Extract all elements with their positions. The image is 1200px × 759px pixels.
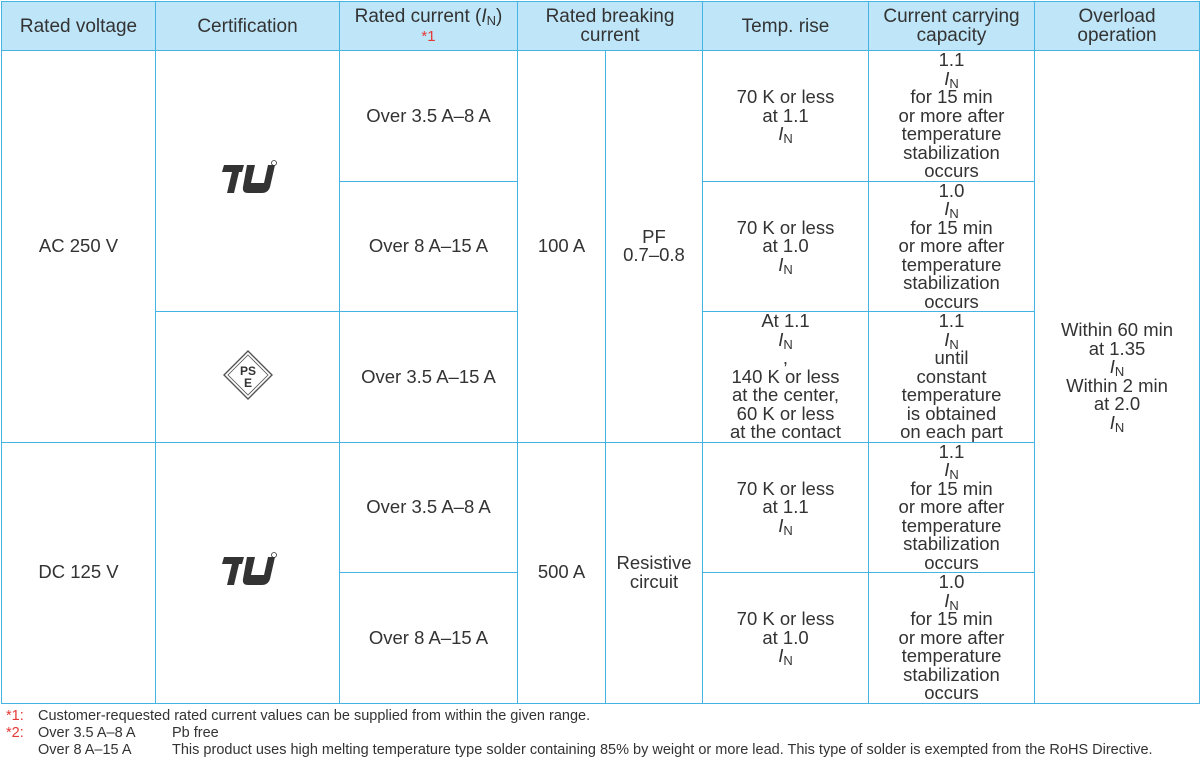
table-row: Over 8 A–15 A 70 K or less at 1.0 IN 1.0… <box>2 180 1200 312</box>
footnote-1: *1: Customer-requested rated current val… <box>6 708 1200 725</box>
footnote-2a-text: Pb free <box>172 724 219 741</box>
table-row: DC 125 V Over 3.5 A–8 A 500 A Resistive … <box>1 441 1200 704</box>
ac-temp-rise-2: 70 K or less at 1.0 IN <box>702 180 869 312</box>
header-rated-breaking-current: Rated breaking current <box>517 1 703 51</box>
header-rated-voltage: Rated voltage <box>1 1 156 51</box>
pse-letters-bottom: E <box>243 376 251 390</box>
ac-pse-cert: PS E <box>155 311 340 443</box>
footnote-2b: Over 8 A–15 A This product uses high mel… <box>6 742 1200 759</box>
ac-capacity-3: 1.1 IN until constant temperature is obt… <box>868 311 1035 443</box>
ac-rated-current-3: Over 3.5 A–15 A <box>339 311 518 443</box>
dc-rated-current-1: Over 3.5 A–8 A <box>339 441 518 573</box>
header-rated-current: Rated current (IN) *1 <box>339 1 518 51</box>
header-rated-current-label: Rated current (IN) <box>354 5 503 28</box>
ac-rated-current-1: Over 3.5 A–8 A <box>339 50 518 182</box>
ac-temp-rise-3: At 1.1 IN, 140 K or less at the center, … <box>702 311 869 443</box>
ac-capacity-2: 1.0 IN for 15 min or more after temperat… <box>868 180 1035 312</box>
footnote-2-mark: *2: <box>6 724 24 741</box>
ac-ul-cert <box>155 50 340 312</box>
table-row: AC 250 V Over 3.5 A–8 A 100 A PF 0.7–0.8… <box>1 50 1200 704</box>
pse-diamond-mark-icon: PS E <box>222 350 273 400</box>
footnote-2a: *2: Over 3.5 A–8 A Pb free <box>6 725 1200 742</box>
footnotes: *1: Customer-requested rated current val… <box>0 708 1200 759</box>
ac-power-factor: PF 0.7–0.8 <box>605 50 703 443</box>
dc-breaking-current: 500 A <box>517 441 606 704</box>
table-row: PS E Over 3.5 A–15 A At 1.1 IN, 140 K or… <box>2 311 1200 443</box>
footnote-2b-text: This product uses high melting temperatu… <box>172 741 1153 758</box>
footnote-1-text: Customer-requested rated current values … <box>38 707 591 724</box>
ac-breaking-current: 100 A <box>517 50 606 443</box>
header-overload-operation: Overload operation <box>1034 1 1200 51</box>
header-temp-rise: Temp. rise <box>702 1 869 51</box>
dc-capacity-2: 1.0 IN for 15 min or more after temperat… <box>868 572 1035 704</box>
dc-temp-rise-1: 70 K or less at 1.1 IN <box>702 441 869 573</box>
dc-temp-rise-2: 70 K or less at 1.0 IN <box>702 572 869 704</box>
footnote-2b-range: Over 8 A–15 A <box>38 741 132 758</box>
footnote-1-mark: *1: <box>6 707 24 724</box>
header-current-carrying-capacity: Current carrying capacity <box>868 1 1035 51</box>
dc-circuit-type: Resistive circuit <box>605 441 703 704</box>
ul-recognized-mark-icon <box>221 551 277 585</box>
ac-voltage: AC 250 V <box>1 50 156 443</box>
header-row: Rated voltage Certification Rated curren… <box>1 1 1200 51</box>
header-certification: Certification <box>155 1 340 51</box>
dc-capacity-1: 1.1 IN for 15 min or more after temperat… <box>868 441 1035 573</box>
ac-capacity-1: 1.1 IN for 15 min or more after temperat… <box>868 50 1035 182</box>
rating-spec-table: Rated voltage Certification Rated curren… <box>1 1 1200 704</box>
ac-temp-rise-1: 70 K or less at 1.1 IN <box>702 50 869 182</box>
dc-rated-current-2: Over 8 A–15 A <box>339 572 518 704</box>
ac-rated-current-2: Over 8 A–15 A <box>339 180 518 312</box>
dc-voltage: DC 125 V <box>1 441 156 704</box>
dc-ul-cert <box>155 441 340 704</box>
footnote-2a-range: Over 3.5 A–8 A <box>38 724 136 741</box>
ul-recognized-mark-icon <box>221 160 277 194</box>
pse-letters-top: PS <box>239 364 255 378</box>
note-ref-1: *1 <box>421 27 436 45</box>
table-row: Over 8 A–15 A 70 K or less at 1.0 IN 1.0… <box>2 572 1200 704</box>
overload-operation: Within 60 min at 1.35 IN Within 2 min at… <box>1034 50 1200 704</box>
